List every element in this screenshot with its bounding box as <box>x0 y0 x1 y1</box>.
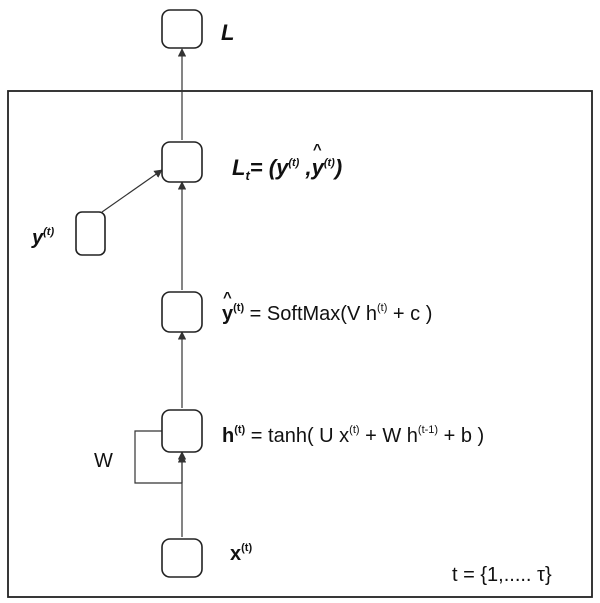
target-sup: (t) <box>43 226 55 238</box>
step-loss-comma: , <box>299 155 312 180</box>
step-loss-label: Lt= (y(t) ,y(t)) <box>232 141 343 183</box>
hidden-sup: (t) <box>234 424 246 436</box>
node-hidden <box>161 409 203 453</box>
target-label: y(t) <box>32 227 54 250</box>
hidden-tail: + b ) <box>438 425 485 447</box>
hidden-sup2: (t) <box>349 424 360 436</box>
recurrent-weight-label: W <box>94 450 113 472</box>
edge-target-to-lt <box>101 169 163 213</box>
node-input <box>161 538 203 578</box>
input-sup: (t) <box>241 542 253 554</box>
node-total-loss <box>161 9 203 49</box>
step-loss-sub: t <box>245 168 250 183</box>
hidden-sup3: (t-1) <box>417 424 439 436</box>
total-loss-text: L <box>221 20 235 45</box>
output-tail: + c ) <box>387 303 433 325</box>
input-label: x(t) <box>230 543 252 566</box>
recurrent-loop <box>134 430 182 484</box>
step-loss-eq: = ( <box>249 155 277 180</box>
hidden-eq2: + W h <box>359 425 418 447</box>
output-eq: = SoftMax(V h <box>244 303 377 325</box>
output-sup: (t) <box>233 302 245 314</box>
step-loss-y: y <box>276 155 289 180</box>
output-label: y(t) = SoftMax(V h(t) + c ) <box>222 289 433 326</box>
hidden-h: h <box>222 425 235 447</box>
output-sup2: (t) <box>376 302 388 314</box>
output-yhat: y <box>222 289 233 326</box>
input-x: x <box>230 543 242 565</box>
step-loss-y-sup: (t) <box>288 157 300 169</box>
step-loss-l: L <box>232 155 246 180</box>
node-output <box>161 291 203 333</box>
step-loss-yhat: y <box>312 141 324 181</box>
node-step-loss <box>161 141 203 183</box>
hidden-label: h(t) = tanh( U x(t) + W h(t-1) + b ) <box>222 425 484 448</box>
time-range-label: t = {1,..... τ} <box>452 564 552 586</box>
hidden-eq1: = tanh( U x <box>245 425 350 447</box>
time-step-frame <box>7 90 593 598</box>
total-loss-label: L <box>221 20 234 46</box>
target-y: y <box>32 227 44 249</box>
step-loss-close: ) <box>334 155 343 180</box>
step-loss-yhat-sup: (t) <box>323 157 335 169</box>
node-target <box>75 211 106 256</box>
